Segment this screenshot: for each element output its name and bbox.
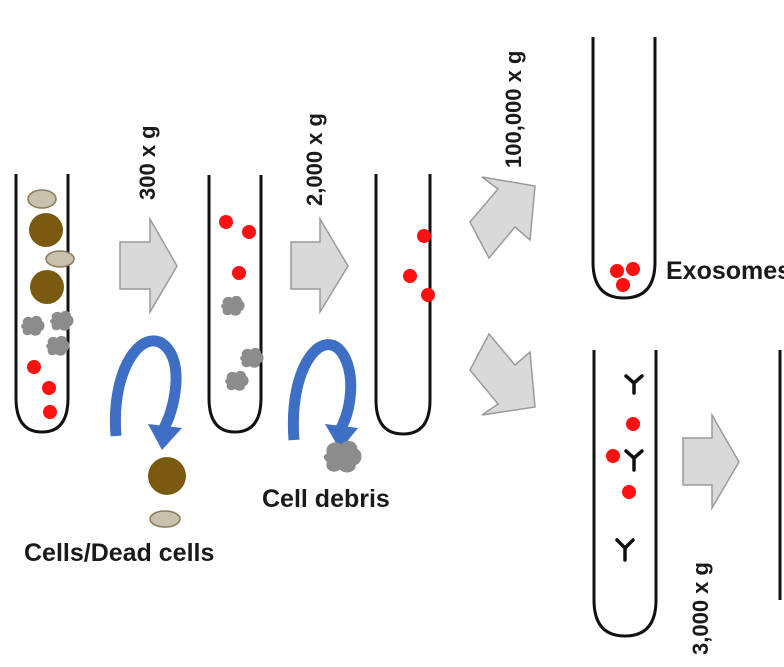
exosome [622,485,636,499]
exosome [43,405,57,419]
tube-5 [592,350,658,638]
tube-3 [374,174,435,436]
dead-cell [27,189,57,209]
tube-outline [591,37,657,300]
exosome [27,360,41,374]
removed-cell [148,457,186,495]
debris [221,295,245,316]
exosome [219,215,233,229]
speed-label-4: 3,000 x g [688,562,713,655]
exosome [42,381,56,395]
cell [29,213,63,247]
step-arrow-1 [119,216,178,315]
cell-debris-label: Cell debris [262,485,390,513]
antibody-icon [624,374,644,395]
cells-dead-cells-label: Cells/Dead cells [24,539,214,567]
tube-4 [591,37,657,300]
debris [21,315,45,336]
tube-outline [14,174,70,434]
exosome [616,278,630,292]
debris [225,370,249,391]
exosome [626,262,640,276]
exosome [421,288,435,302]
split-arrow-down [469,332,536,416]
antibody-icon [624,449,644,472]
exosome [403,269,417,283]
removed-dead-cell [149,510,181,528]
removal-arrow-1 [109,335,182,450]
exosome [606,449,620,463]
removed-debris [323,440,362,473]
exosome [417,229,431,243]
step-arrow-4 [682,412,740,511]
debris [46,335,70,356]
tube-outline [374,174,432,436]
speed-label-2: 2,000 x g [302,113,327,206]
exosome [242,225,256,239]
antibody-icon [615,538,635,562]
step-arrow-2 [290,216,349,315]
tube-outline [207,175,263,434]
cell [30,270,64,304]
exosomes-label: Exosomes [666,257,784,285]
debris [50,310,74,331]
speed-label-1: 300 x g [135,125,160,200]
tube-1 [14,174,75,434]
split-arrow-up [469,176,536,260]
exosome [232,266,246,280]
tube-2 [207,175,264,434]
dead-cell [45,250,75,268]
tube-outline [592,350,658,638]
exosome [626,417,640,431]
speed-label-3: 100,000 x g [501,51,526,168]
removal-arrow-2 [287,339,358,450]
exosome [610,264,624,278]
